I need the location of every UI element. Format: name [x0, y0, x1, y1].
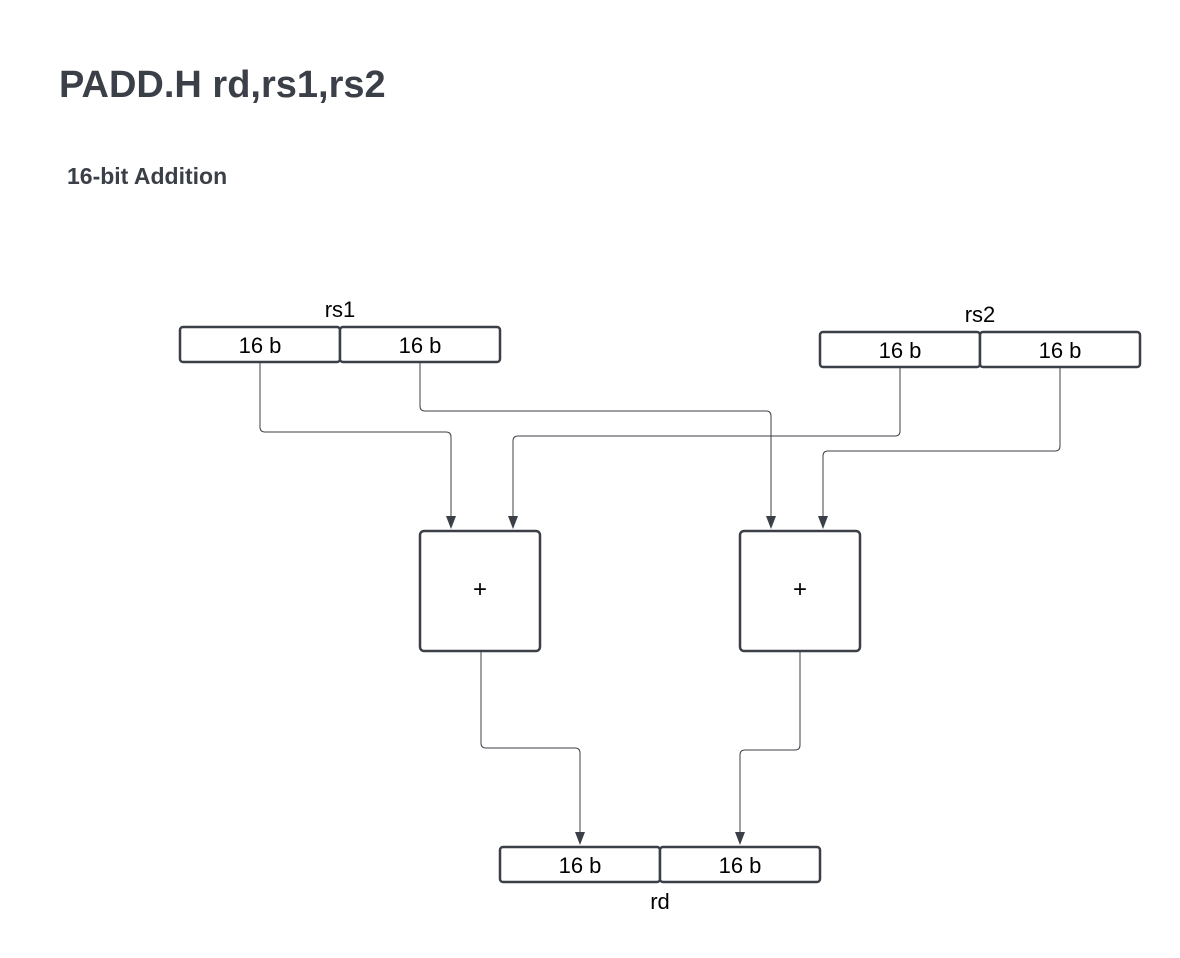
adder-1-operator: +: [473, 576, 487, 603]
arrowhead: [735, 832, 745, 845]
arrowhead: [766, 516, 776, 529]
rs1-register: rs1 16 b 16 b: [178, 297, 502, 364]
rs2-label: rs2: [965, 302, 996, 327]
wire-rs2-low-to-adder-2: [822, 367, 1061, 518]
wire-adder-1-to-rd-high: [480, 652, 581, 834]
adder-1-box: [418, 529, 542, 653]
arrowhead: [508, 516, 518, 529]
arrowhead: [446, 516, 456, 529]
wire-rs2-high-to-adder-1: [512, 367, 901, 518]
adder-2-operator: +: [793, 576, 807, 603]
diagram-title: PADD.H rd,rs1,rs2: [59, 64, 386, 106]
rs2-register: rs2 16 b 16 b: [818, 302, 1142, 369]
diagram-subtitle: 16-bit Addition: [67, 163, 228, 189]
adder-2-box: [738, 529, 862, 653]
rs1-label: rs1: [325, 297, 356, 322]
rs2-field-high-label: 16 b: [879, 338, 922, 363]
rs2-field-low-label: 16 b: [1039, 338, 1082, 363]
wire-rs1-high-to-adder-1: [259, 362, 452, 518]
rs1-field-high-label: 16 b: [239, 333, 282, 358]
rs1-field-low-label: 16 b: [399, 333, 442, 358]
rd-register: 16 b 16 b rd: [498, 845, 822, 914]
arrowhead: [575, 832, 585, 845]
arrowhead: [818, 516, 828, 529]
adder-1: +: [418, 529, 542, 653]
connection-wires: [259, 362, 1061, 845]
rd-label: rd: [650, 889, 670, 914]
wire-rs1-low-to-adder-2: [419, 362, 772, 518]
rd-field-low: [658, 845, 822, 884]
adder-2: +: [738, 529, 862, 653]
wire-adder-2-to-rd-low: [739, 652, 801, 834]
rd-field-high-label: 16 b: [559, 853, 602, 878]
rd-field-low-label: 16 b: [719, 853, 762, 878]
